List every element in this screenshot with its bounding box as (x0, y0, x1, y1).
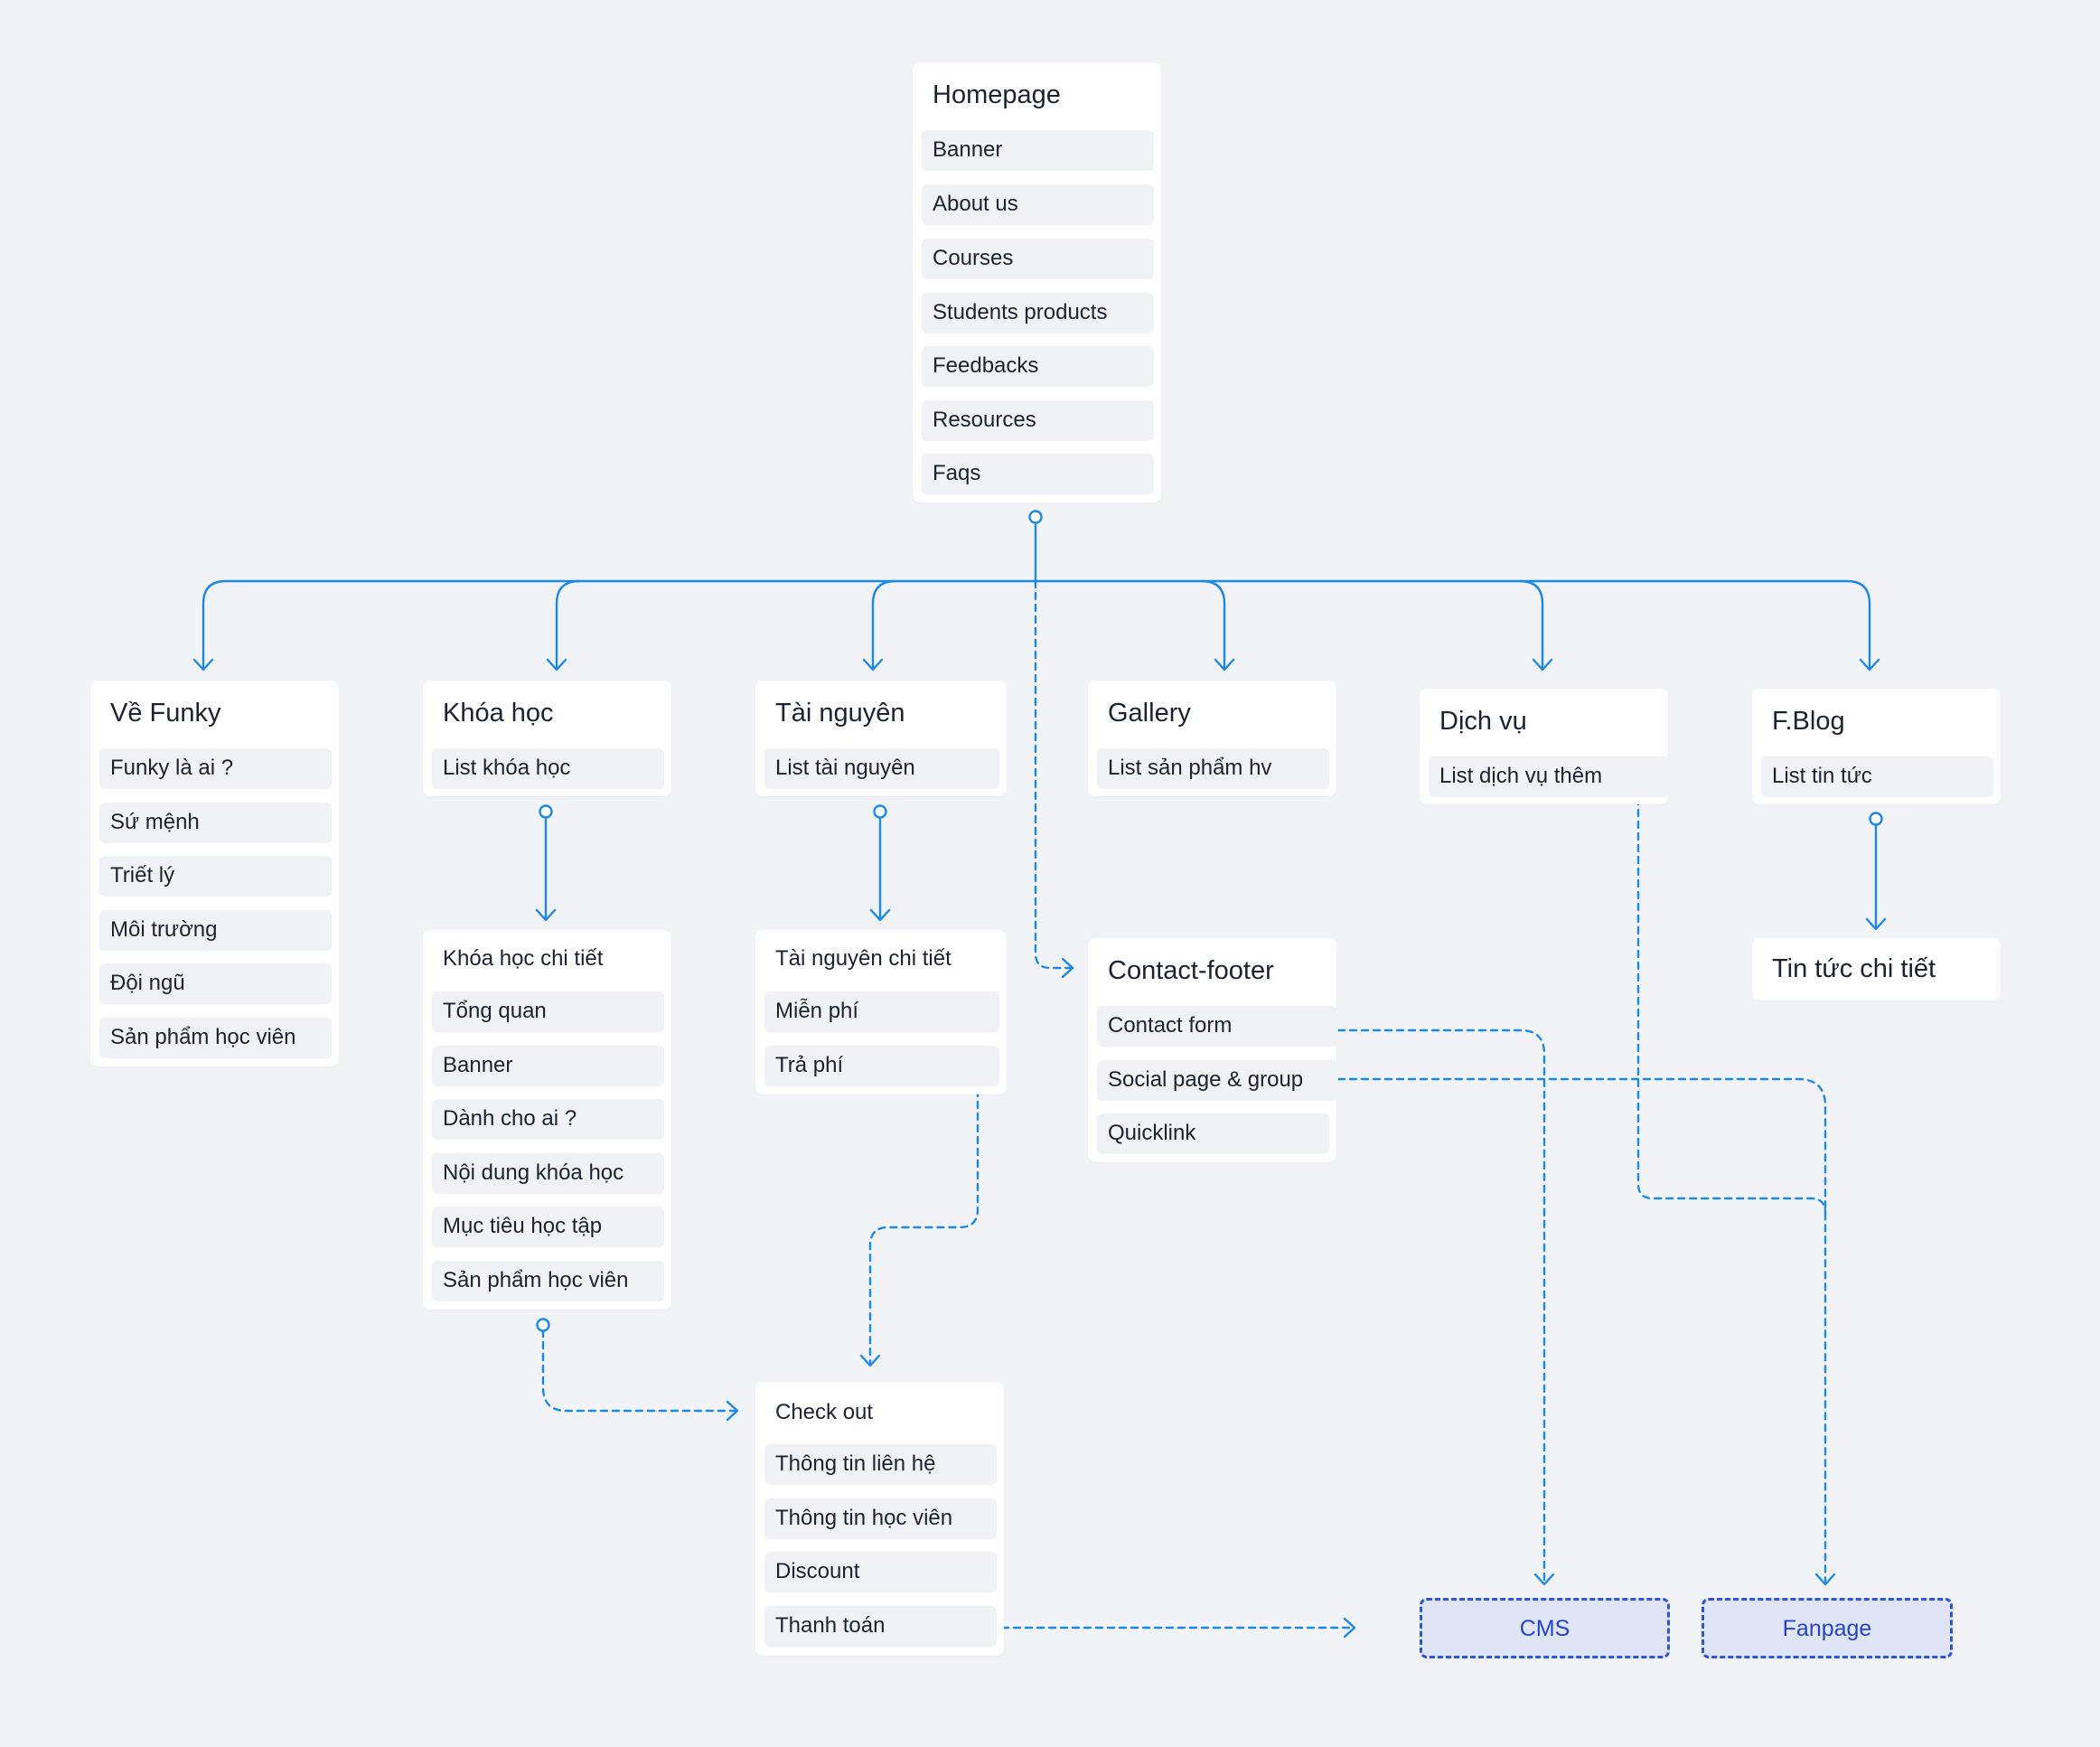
tai-nguyen-chi-tiet-card: Tài nguyên chi tiết Miễn phí Trả phí (755, 930, 1007, 1094)
fanpage-node[interactable]: Fanpage (1702, 1598, 1953, 1658)
homepage-item-feedbacks[interactable]: Feedbacks (922, 346, 1154, 387)
arrowhead (869, 908, 891, 922)
check-out-item[interactable]: Thanh toán (764, 1606, 997, 1647)
ve-funky-item[interactable]: Sản phẩm học viên (99, 1018, 332, 1058)
arrowhead (859, 1354, 881, 1367)
gallery-title: Gallery (1108, 699, 1191, 728)
contact-footer-item[interactable]: Contact form (1097, 1006, 1338, 1047)
khoa-hoc-chi-tiet-item[interactable]: Tổng quan (432, 991, 664, 1032)
arrowhead (546, 658, 567, 672)
link-tra-phi-checkout (868, 1076, 980, 1367)
tai-nguyen-chi-tiet-item[interactable]: Miễn phí (764, 991, 999, 1032)
check-out-card: Check out Thông tin liên hệ Thông tin họ… (755, 1382, 1004, 1656)
khoa-hoc-chi-tiet-card: Khóa học chi tiết Tổng quan Banner Dành … (423, 930, 671, 1310)
connector-dot (536, 1318, 550, 1332)
check-out-item[interactable]: Thông tin học viên (764, 1498, 997, 1539)
fblog-item[interactable]: List tin tức (1761, 756, 1993, 797)
tai-nguyen-card: Tài nguyên List tài nguyên (755, 681, 1007, 796)
arrowhead (1859, 658, 1880, 672)
dich-vu-card: Dịch vụ List dịch vụ thêm (1420, 689, 1670, 804)
tai-nguyen-title: Tài nguyên (775, 699, 905, 728)
khoa-hoc-chi-tiet-title: Khóa học chi tiết (443, 946, 604, 971)
homepage-card: Homepage Banner About us Courses Student… (913, 62, 1161, 502)
arrowhead (1061, 957, 1074, 979)
cms-node[interactable]: CMS (1420, 1598, 1670, 1658)
link-social-fanpage (1325, 1077, 1827, 1585)
tai-nguyen-chi-tiet-item[interactable]: Trả phí (764, 1046, 999, 1086)
ve-funky-item[interactable]: Đội ngũ (99, 963, 332, 1004)
branch-gallery (1200, 579, 1226, 671)
fblog-title: F.Blog (1772, 707, 1845, 736)
check-out-item[interactable]: Thông tin liên hệ (764, 1444, 997, 1485)
connector-dot (539, 804, 553, 819)
khoa-hoc-chi-tiet-item[interactable]: Mục tiêu học tập (432, 1207, 664, 1247)
homepage-item-courses[interactable]: Courses (922, 239, 1154, 279)
khoa-hoc-title: Khóa học (443, 699, 554, 728)
ve-funky-item[interactable]: Môi trường (99, 910, 332, 951)
tai-nguyen-item[interactable]: List tài nguyên (764, 748, 999, 789)
gallery-item[interactable]: List sản phẩm hv (1097, 748, 1329, 789)
khoa-hoc-chi-tiet-item[interactable]: Banner (432, 1046, 664, 1086)
arrowhead (1533, 1573, 1555, 1586)
arrowhead (1814, 1573, 1836, 1586)
ve-funky-item[interactable]: Funky là ai ? (99, 748, 332, 789)
ve-funky-item[interactable]: Triết lý (99, 856, 332, 897)
arrowhead (862, 658, 884, 672)
khoa-hoc-card: Khóa học List khóa học (423, 681, 671, 796)
ve-funky-title: Về Funky (110, 699, 221, 728)
homepage-title: Homepage (933, 80, 1061, 109)
branch-khoa-hoc (555, 579, 581, 671)
arrowhead (1214, 658, 1235, 672)
ve-funky-item[interactable]: Sứ mệnh (99, 803, 332, 843)
link-contact-form-cms (1325, 1028, 1546, 1585)
dich-vu-item[interactable]: List dịch vụ thêm (1429, 756, 1670, 797)
branch-tai-nguyen (871, 579, 897, 671)
arrowhead (1865, 917, 1887, 931)
fanpage-label: Fanpage (1782, 1616, 1872, 1641)
fblog-card: F.Blog List tin tức (1752, 689, 2001, 804)
contact-footer-item[interactable]: Social page & group (1097, 1060, 1338, 1101)
check-out-item[interactable]: Discount (764, 1552, 997, 1592)
ve-funky-card: Về Funky Funky là ai ? Sứ mệnh Triết lý … (90, 681, 339, 1066)
arrowhead (192, 658, 214, 672)
arrowhead (726, 1400, 739, 1422)
homepage-item-faqs[interactable]: Faqs (922, 454, 1154, 494)
cms-label: CMS (1519, 1616, 1570, 1641)
check-out-title: Check out (775, 1400, 874, 1424)
contact-footer-title: Contact-footer (1108, 956, 1274, 985)
homepage-item-students-products[interactable]: Students products (922, 293, 1154, 333)
tin-tuc-chi-tiet-card: Tin tức chi tiết (1752, 938, 2001, 1000)
tin-tuc-chi-tiet-title: Tin tức chi tiết (1772, 954, 1936, 983)
homepage-item-resources[interactable]: Resources (922, 400, 1154, 441)
khoa-hoc-item[interactable]: List khóa học (432, 748, 664, 789)
gallery-card: Gallery List sản phẩm hv (1088, 681, 1336, 796)
connector-dot (1028, 510, 1043, 524)
connector-dot (1869, 812, 1883, 826)
contact-footer-card: Contact-footer Contact form Social page … (1088, 938, 1338, 1162)
khoa-hoc-chi-tiet-item[interactable]: Sản phẩm học viên (432, 1261, 664, 1301)
homepage-item-banner[interactable]: Banner (922, 130, 1154, 171)
connector-dot (873, 804, 887, 819)
link-contact-footer (1034, 579, 1073, 970)
homepage-item-about-us[interactable]: About us (922, 184, 1154, 225)
link-khoa-hoc-checkout (541, 1329, 738, 1413)
dich-vu-title: Dịch vụ (1439, 707, 1527, 736)
arrowhead (1532, 658, 1553, 672)
contact-footer-item[interactable]: Quicklink (1097, 1113, 1329, 1154)
arrowhead (1343, 1617, 1356, 1639)
khoa-hoc-chi-tiet-item[interactable]: Nội dung khóa học (432, 1153, 664, 1194)
branch-dich-vu (1518, 579, 1544, 671)
khoa-hoc-chi-tiet-item[interactable]: Dành cho ai ? (432, 1099, 664, 1140)
tai-nguyen-chi-tiet-title: Tài nguyên chi tiết (775, 946, 952, 971)
arrowhead (535, 908, 557, 922)
branch-bar (202, 579, 1871, 671)
